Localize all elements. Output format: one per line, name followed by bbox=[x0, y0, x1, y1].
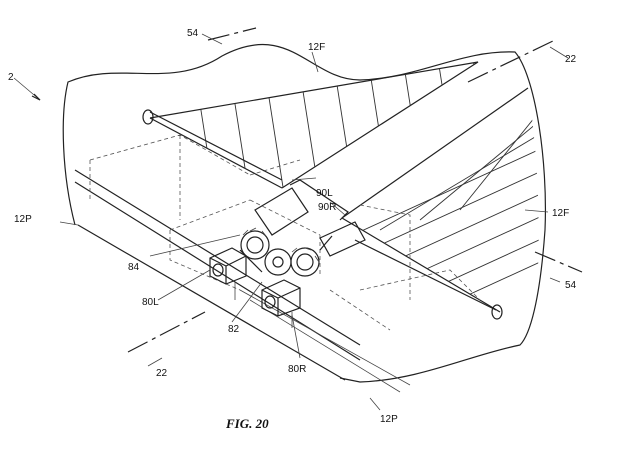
block-80R-bore bbox=[264, 295, 276, 309]
wing-left-edge bbox=[149, 117, 283, 189]
wing-left-hatch bbox=[189, 62, 478, 188]
block-legs bbox=[234, 282, 293, 328]
rod-left-end bbox=[142, 109, 154, 125]
axis-line-lower-right bbox=[534, 251, 583, 273]
wing-left-outline bbox=[149, 61, 479, 189]
axis-line-lower-left bbox=[127, 311, 206, 353]
label-54-right: 54 bbox=[565, 280, 577, 291]
block-80R bbox=[261, 279, 301, 317]
label-22-top: 22 bbox=[565, 54, 577, 65]
gear-assembly bbox=[239, 227, 333, 277]
label-90L: 90L bbox=[316, 188, 333, 199]
base-edge-low bbox=[77, 224, 346, 381]
label-12F-right: 12F bbox=[552, 208, 569, 219]
figure-caption: FIG. 20 bbox=[225, 416, 269, 431]
device-outline bbox=[62, 43, 547, 383]
label-90R: 90R bbox=[318, 202, 336, 213]
axis-line-upper-right bbox=[467, 39, 556, 83]
label-80R: 80R bbox=[288, 364, 306, 375]
label-12P-bottom: 12P bbox=[380, 414, 398, 425]
base-edge-top bbox=[74, 169, 361, 346]
axis-line-top bbox=[207, 27, 257, 41]
base-rail bbox=[239, 289, 411, 386]
rod-right-end bbox=[491, 304, 503, 320]
label-12P-left: 12P bbox=[14, 214, 32, 225]
leaders bbox=[13, 33, 569, 411]
label-82: 82 bbox=[228, 324, 240, 335]
wing-right-edge bbox=[341, 217, 501, 313]
label-54-top: 54 bbox=[187, 28, 199, 39]
label-84: 84 bbox=[128, 262, 140, 273]
arm-90R bbox=[319, 221, 366, 257]
block-80L-bore bbox=[212, 263, 224, 277]
base-rail-2 bbox=[249, 299, 401, 393]
arrow-2 bbox=[31, 93, 41, 101]
link-arm bbox=[289, 179, 349, 221]
label-22-bottom: 22 bbox=[156, 368, 168, 379]
label-80L: 80L bbox=[142, 297, 159, 308]
block-80L bbox=[209, 247, 247, 285]
arm-90L bbox=[254, 187, 309, 236]
rod-left bbox=[149, 111, 283, 181]
label-2: 2 bbox=[8, 72, 14, 83]
label-12F-top: 12F bbox=[308, 42, 325, 53]
rod-right bbox=[354, 239, 497, 311]
wing-right-outline bbox=[341, 87, 529, 219]
hidden-lines bbox=[89, 134, 481, 331]
